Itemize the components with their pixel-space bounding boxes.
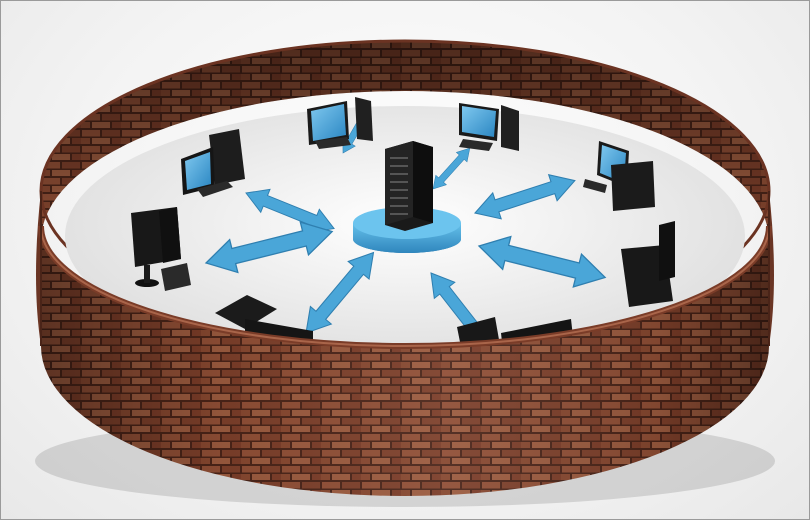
keyboard-icon <box>315 137 351 149</box>
desktop-computer-icon <box>459 103 519 151</box>
desktop-computer-icon <box>583 141 655 211</box>
brick-wall-icon <box>36 191 774 496</box>
desktop-computer-icon <box>307 97 373 149</box>
desktop-computer-icon <box>621 221 675 307</box>
keyboard-icon <box>459 139 493 151</box>
server-rack-icon <box>353 141 461 253</box>
keyboard-icon <box>161 263 191 291</box>
keyboard-icon <box>197 181 233 197</box>
desktop-computer-icon <box>181 129 245 197</box>
desktop-computer-icon <box>131 207 191 291</box>
keyboard-icon <box>583 179 607 193</box>
